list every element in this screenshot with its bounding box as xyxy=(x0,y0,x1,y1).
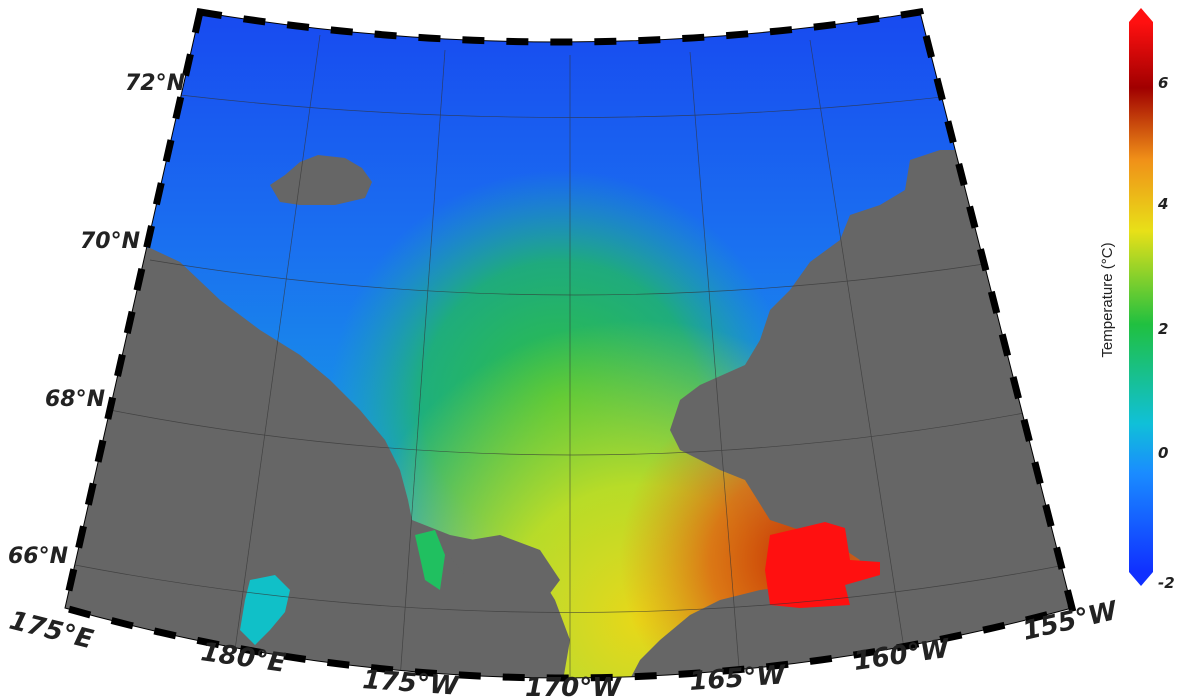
lon-label-165w: 165°W xyxy=(688,660,787,697)
colorbar-tick-6: 6 xyxy=(1158,74,1168,92)
lat-label-70: 70°N xyxy=(80,229,140,254)
wrangel-island xyxy=(270,155,372,205)
chukotka-land xyxy=(65,248,570,678)
colorbar-title: Temperature (°C) xyxy=(1099,242,1116,357)
graticule xyxy=(65,12,1072,678)
lat-label-66: 66°N xyxy=(8,544,68,569)
colorbar-tick-4: 4 xyxy=(1157,195,1168,213)
colorbar-tick-neg2: -2 xyxy=(1158,574,1175,592)
lat-label-68: 68°N xyxy=(45,387,105,412)
latitude-labels: 72°N 70°N 68°N 66°N xyxy=(8,71,185,569)
colorbar-bottom-arrow xyxy=(1129,572,1153,586)
colorbar-top-arrow xyxy=(1129,8,1153,22)
st-lawrence-region xyxy=(440,535,560,605)
lon-label-170w: 170°W xyxy=(525,673,622,698)
lat-label-72: 72°N xyxy=(125,71,185,96)
map-frame xyxy=(60,8,1077,682)
colorbar-ramp xyxy=(1129,22,1153,572)
nearshore-patches xyxy=(240,522,880,645)
colorbar-tick-2: 2 xyxy=(1158,320,1168,338)
lon-label-175w: 175°W xyxy=(362,665,461,698)
colorbar: 6 4 2 0 -2 Temperature (°C) xyxy=(1099,8,1175,592)
colorbar-tick-0: 0 xyxy=(1158,444,1168,462)
